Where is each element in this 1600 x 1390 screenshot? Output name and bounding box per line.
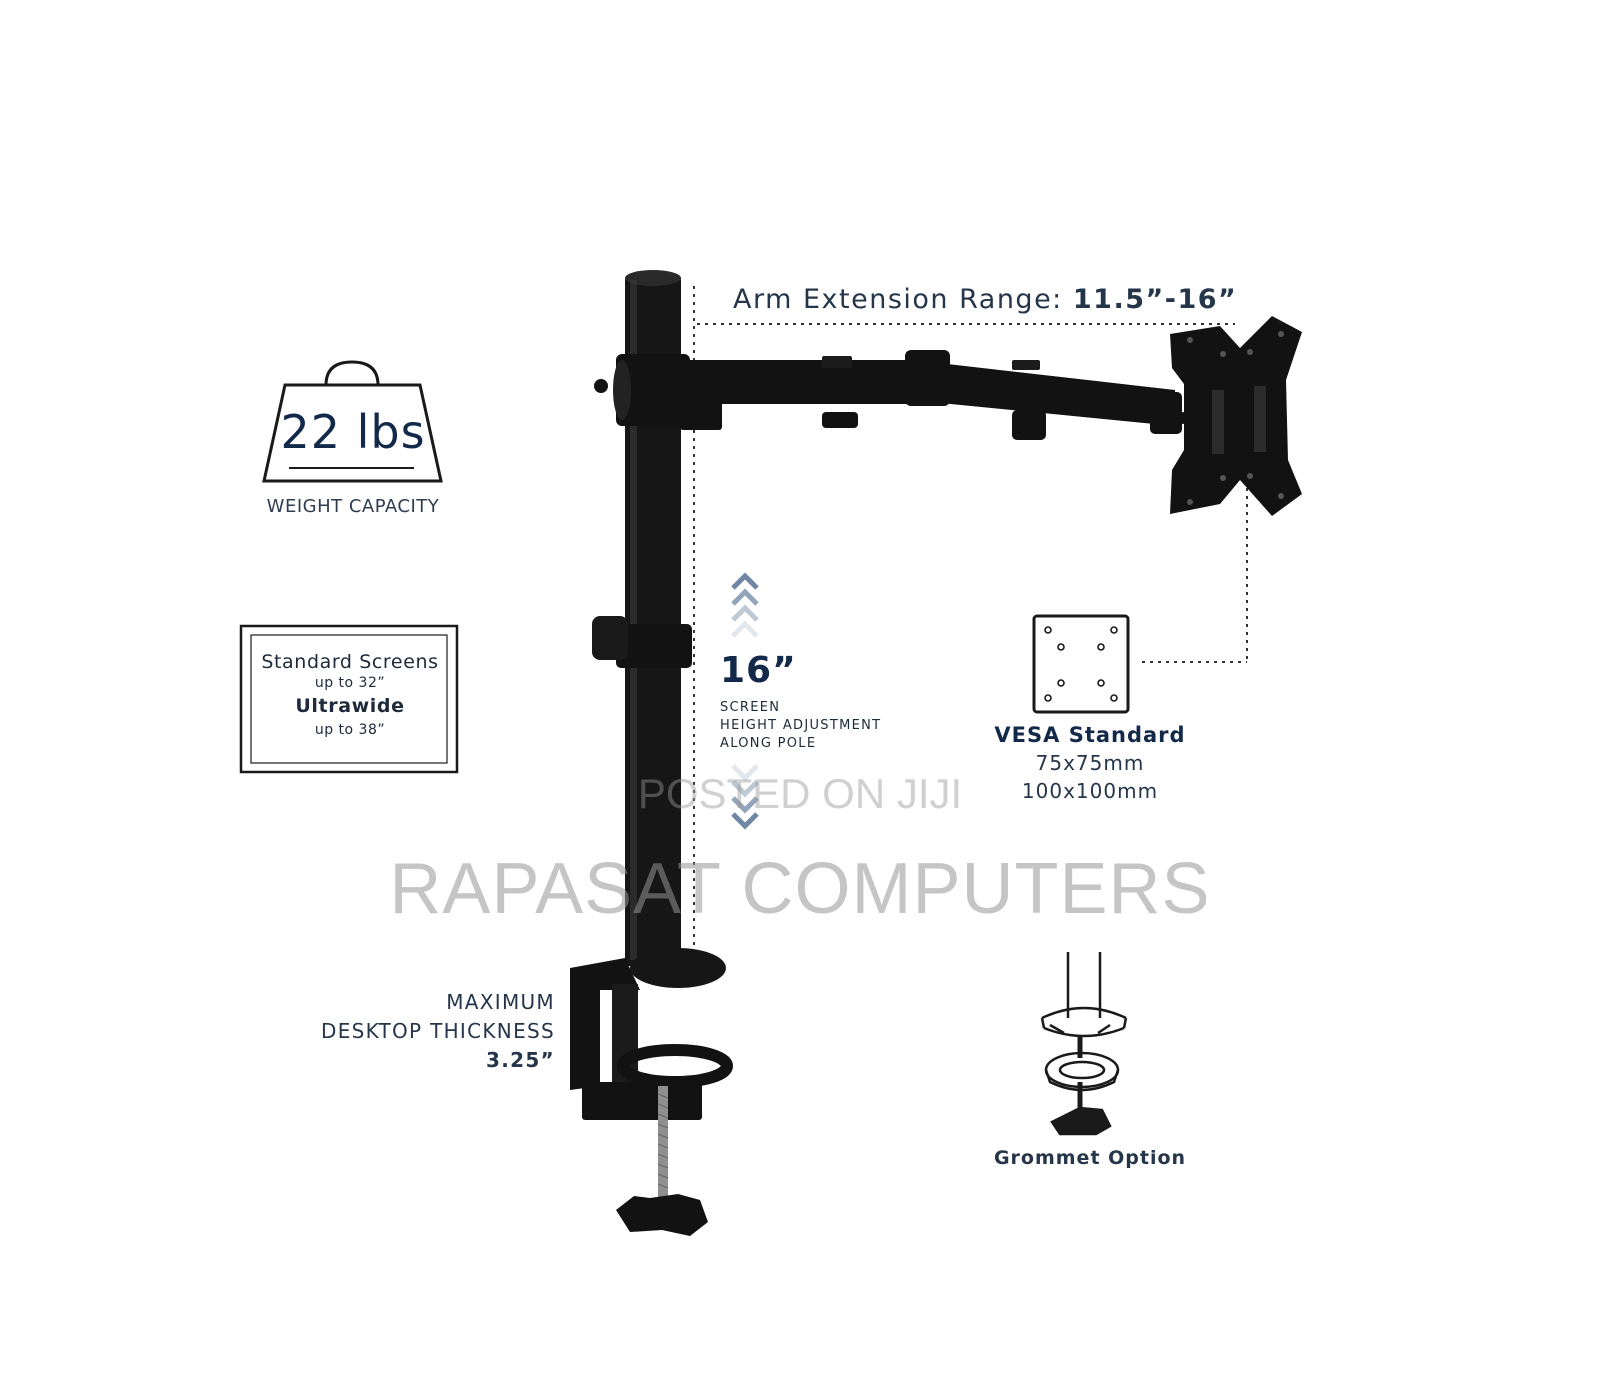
chevron-up-icon	[731, 572, 759, 638]
height-adjustment-value: 16”	[720, 650, 797, 691]
weight-caption: WEIGHT CAPACITY	[266, 496, 440, 517]
dimension-guides	[693, 286, 1248, 945]
ultrawide-label: Ultrawide	[295, 695, 405, 717]
ultrawide-size: up to 38”	[314, 722, 386, 738]
vesa-size-75: 75x75mm	[1035, 751, 1145, 775]
vesa-info: VESA Standard 75x75mm 100x100mm	[985, 723, 1195, 803]
grommet-diagram-icon	[1040, 952, 1128, 1136]
weight-icon	[262, 360, 443, 483]
desktop-thickness-info: MAXIMUM DESKTOP THICKNESS 3.25”	[290, 988, 555, 1075]
watermark-posted: POSTED ON JIJI	[637, 770, 963, 817]
screen-size-panel: Standard Screens up to 32” Ultrawide up …	[245, 651, 455, 738]
desktop-line1: MAXIMUM	[446, 990, 555, 1014]
watermark-seller: RAPASAT COMPUTERS	[389, 849, 1211, 929]
grommet-label: Grommet Option	[993, 1147, 1187, 1169]
height-desc-line2: HEIGHT ADJUSTMENT	[720, 718, 882, 733]
vesa-title: VESA Standard	[994, 723, 1186, 747]
monitor-frame-icon	[239, 624, 459, 774]
monitor-mount	[570, 270, 1302, 1236]
arm-extension-label: Arm Extension Range: 11.5”-16”	[733, 284, 1237, 315]
desktop-value: 3.25”	[486, 1048, 555, 1072]
standard-screens-size: up to 32”	[314, 675, 386, 691]
height-desc-line1: SCREEN	[720, 700, 781, 715]
standard-screens-label: Standard Screens	[261, 651, 439, 673]
desktop-line2: DESKTOP THICKNESS	[321, 1019, 555, 1043]
vesa-plate-icon	[1032, 614, 1130, 714]
height-desc-line3: ALONG POLE	[720, 736, 817, 751]
weight-value: 22 lbs	[280, 405, 426, 459]
vesa-size-100: 100x100mm	[1021, 779, 1159, 803]
chevron-down-icon	[731, 764, 759, 830]
arm-extension-value: 11.5”-16”	[1072, 284, 1238, 315]
height-adjustment-description: SCREEN HEIGHT ADJUSTMENT ALONG POLE	[720, 699, 881, 753]
arm-extension-caption: Arm Extension Range:	[733, 284, 1073, 315]
